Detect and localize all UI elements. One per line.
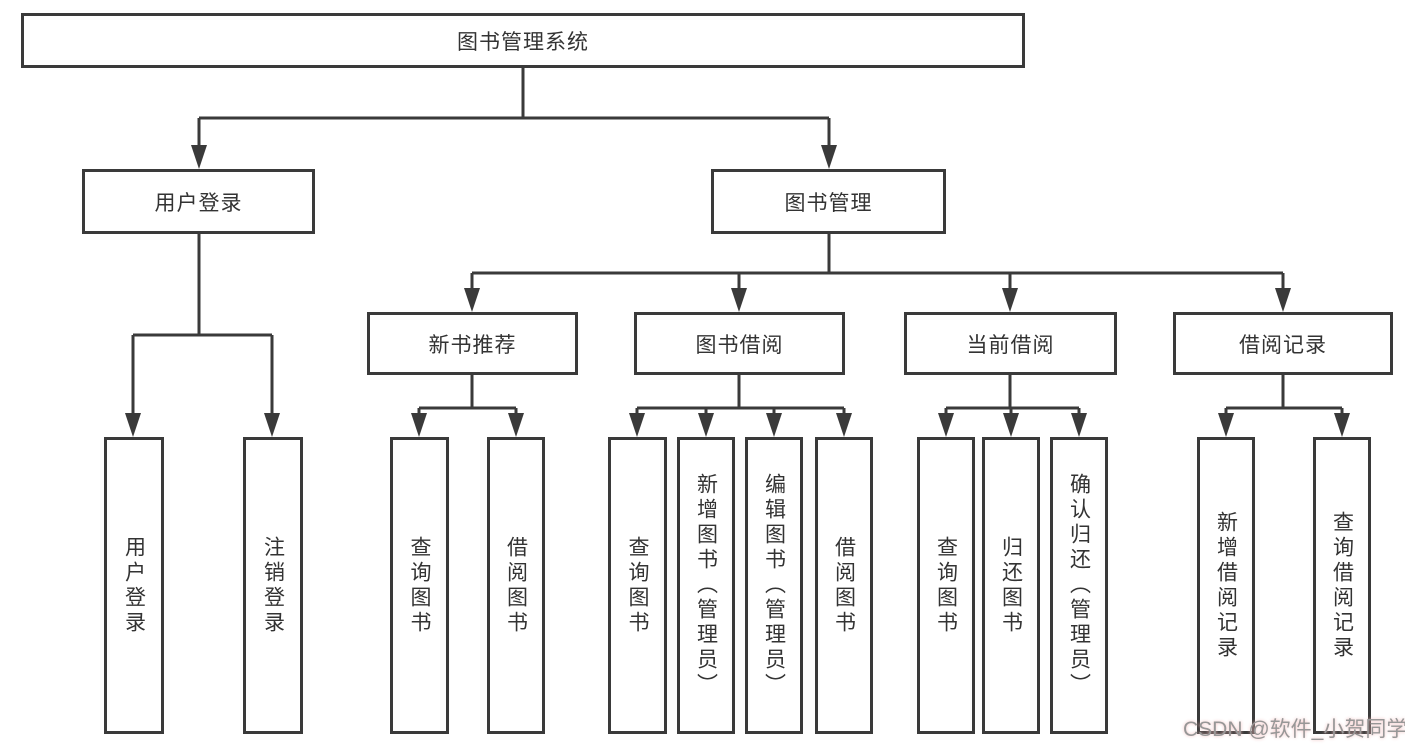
node-borrow-records: 借阅记录: [1173, 312, 1393, 375]
leaf-add-borrow-record: 新增借阅记录: [1197, 437, 1255, 734]
leaf-add-books-admin: 新增图书（管理员）: [677, 437, 735, 734]
arrow-down-icon: [264, 413, 280, 437]
arrow-down-icon: [1334, 413, 1350, 437]
arrow-down-icon: [766, 413, 782, 437]
arrow-down-icon: [698, 413, 714, 437]
arrow-down-icon: [836, 413, 852, 437]
arrow-down-icon: [1275, 288, 1291, 312]
arrow-down-icon: [1071, 413, 1087, 437]
node-current-borrow: 当前借阅: [904, 312, 1117, 375]
arrow-down-icon: [125, 413, 141, 437]
node-root-system: 图书管理系统: [21, 13, 1025, 68]
node-book-borrow: 图书借阅: [634, 312, 845, 375]
arrow-down-icon: [731, 288, 747, 312]
arrow-down-icon: [1003, 413, 1019, 437]
arrow-down-icon: [1002, 288, 1018, 312]
leaf-query-books-current: 查询图书: [917, 437, 975, 734]
node-user-login: 用户登录: [82, 169, 315, 234]
leaf-edit-books-admin: 编辑图书（管理员）: [745, 437, 803, 734]
leaf-query-borrow-record: 查询借阅记录: [1313, 437, 1371, 734]
leaf-borrow-books-recommend: 借阅图书: [487, 437, 545, 734]
node-book-management: 图书管理: [711, 169, 946, 234]
arrow-down-icon: [1218, 413, 1234, 437]
leaf-query-books-recommend: 查询图书: [390, 437, 449, 734]
leaf-return-books: 归还图书: [982, 437, 1040, 734]
leaf-logout: 注销登录: [243, 437, 303, 734]
arrow-down-icon: [191, 145, 207, 169]
csdn-watermark: CSDN @软件_小贺同学: [1183, 718, 1405, 741]
arrow-down-icon: [464, 288, 480, 312]
arrow-down-icon: [938, 413, 954, 437]
leaf-user-login: 用户登录: [104, 437, 164, 734]
leaf-confirm-return-admin: 确认归还（管理员）: [1050, 437, 1108, 734]
node-new-book-recommend: 新书推荐: [367, 312, 578, 375]
arrow-down-icon: [821, 145, 837, 169]
arrow-down-icon: [508, 413, 524, 437]
leaf-borrow-books: 借阅图书: [815, 437, 873, 734]
arrow-down-icon: [629, 413, 645, 437]
arrow-down-icon: [411, 413, 427, 437]
leaf-query-books-borrow: 查询图书: [608, 437, 667, 734]
